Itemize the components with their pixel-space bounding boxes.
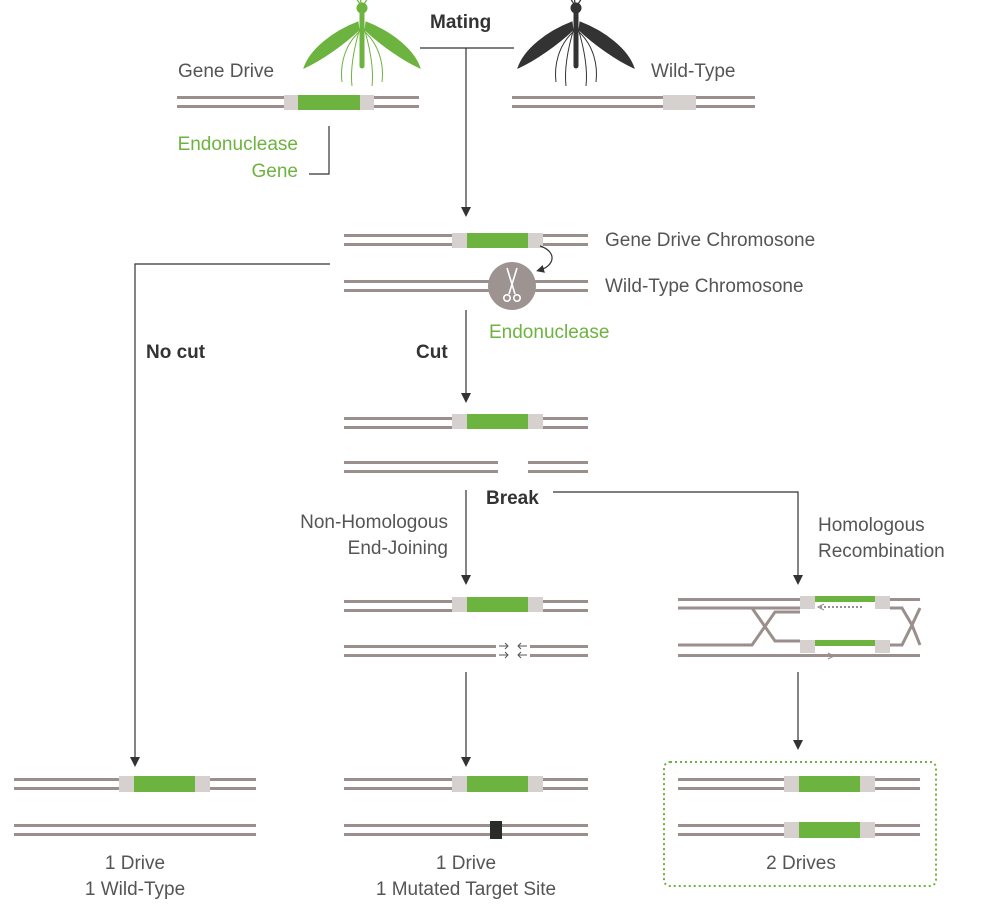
outcome-right-line1: 2 Drives	[766, 853, 836, 874]
break-label: Break	[486, 488, 539, 509]
wild-type-mosquito-icon	[518, 0, 634, 86]
endonuclease-gene-leader	[309, 126, 330, 175]
endonuclease-gene-label-line1: Endonuclease	[177, 134, 298, 155]
wild-type-chromosome-label: Wild-Type Chromosone	[605, 276, 804, 297]
endonuclease-gene-label-line2: Gene	[251, 161, 298, 182]
hr-label-line2: Recombination	[818, 541, 945, 562]
nhej-gene-drive-chromosome	[344, 597, 588, 612]
broken-wild-type-chromosome	[344, 461, 588, 473]
break-branches	[461, 490, 803, 585]
nhej-label-line2: End-Joining	[347, 538, 448, 559]
mutation-site	[490, 821, 502, 839]
two-drives-box	[663, 761, 937, 887]
outcome-arrows	[461, 672, 803, 767]
outcome-middle-line2: 1 Mutated Target Site	[375, 879, 557, 900]
paired-wild-type-chromosome	[344, 280, 588, 292]
curved-arrow	[536, 245, 553, 273]
outcome-middle-line1: 1 Drive	[435, 853, 497, 874]
mating-connector	[420, 47, 514, 217]
outcome-left-line2: 1 Wild-Type	[84, 879, 186, 900]
parent-gene-drive-chromosome	[177, 95, 419, 110]
cut-gene-drive-chromosome	[344, 414, 588, 429]
outcome-left-chromosomes	[14, 776, 256, 836]
gene-drive-label: Gene Drive	[178, 61, 275, 82]
parent-wild-type-chromosome	[512, 95, 755, 110]
outcome-left-line1: 1 Drive	[104, 853, 166, 874]
no-cut-path	[130, 263, 330, 767]
gene-drive-mosquito-icon	[304, 0, 420, 86]
scissors-icon	[488, 262, 536, 310]
endonuclease-label: Endonuclease	[489, 322, 610, 343]
outcome-right-chromosomes	[678, 776, 920, 838]
cut-label: Cut	[416, 342, 448, 363]
gene-drive-chromosome-label: Gene Drive Chromosone	[605, 230, 816, 251]
no-cut-label: No cut	[146, 342, 206, 363]
nhej-joining-chromosome	[344, 642, 588, 659]
paired-gene-drive-chromosome	[344, 233, 588, 248]
mating-label: Mating	[430, 12, 492, 33]
hr-label-line1: Homologous	[818, 515, 925, 536]
outcome-middle-chromosomes	[344, 776, 588, 839]
hr-crossover-chromosomes	[678, 596, 922, 660]
nhej-label-line1: Non-Homologous	[300, 512, 448, 533]
wild-type-label: Wild-Type	[651, 61, 736, 82]
